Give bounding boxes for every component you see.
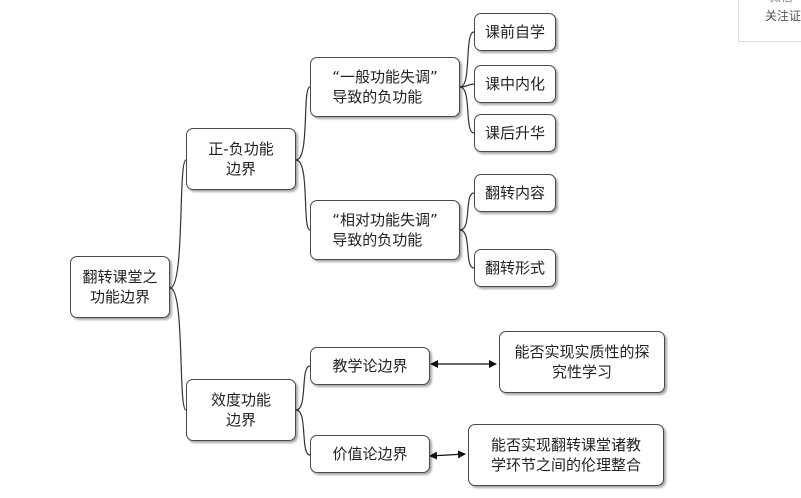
node-post-class: 课后升华 xyxy=(474,114,556,152)
node-pedagogy-boundary: 教学论边界 xyxy=(310,347,430,385)
node-value-label: 价值论边界 xyxy=(332,445,408,463)
node-in-class: 课中内化 xyxy=(474,65,556,103)
node-relative-dysfunction: “相对功能失调” 导致的负功能 xyxy=(310,200,460,260)
node-in-class-label: 课中内化 xyxy=(484,75,545,93)
node-effectiveness-label: 效度功能 边界 xyxy=(210,391,271,429)
connector-general-to-preclass xyxy=(459,31,475,88)
node-root: 翻转课堂之 功能边界 xyxy=(70,256,170,318)
node-pre-class-label: 课前自学 xyxy=(484,23,545,41)
node-pos-neg-boundary: 正-负功能 边界 xyxy=(186,128,296,190)
node-substantive-inquiry: 能否实现实质性的探 究性学习 xyxy=(499,331,665,393)
node-pedagogy-label: 教学论边界 xyxy=(332,357,408,375)
connector-eff-to-value xyxy=(295,409,311,456)
node-post-class-label: 课后升华 xyxy=(484,124,545,142)
node-root-label: 翻转课堂之 功能边界 xyxy=(82,268,158,306)
connector-root-to-effectiveness xyxy=(169,287,187,411)
double-arrow-value xyxy=(429,450,466,460)
node-ethical-integration: 能否实现翻转课堂诸教 学环节之间的伦理整合 xyxy=(468,424,664,486)
corner-card-top-text: 微信 xyxy=(769,0,793,5)
node-value-boundary: 价值论边界 xyxy=(310,435,430,473)
node-general-dysfunction-label: “一般功能失调” 导致的负功能 xyxy=(332,68,438,106)
connector-relative-to-content xyxy=(459,192,475,231)
node-flip-content-label: 翻转内容 xyxy=(484,184,545,202)
corner-card-follow-text[interactable]: 关注证 xyxy=(765,9,801,23)
node-flip-form-label: 翻转形式 xyxy=(484,259,545,277)
connector-relative-to-form xyxy=(459,229,475,269)
connector-posneg-to-general xyxy=(295,86,311,161)
corner-follow-card[interactable]: 微信 关注证 xyxy=(738,0,801,42)
connector-eff-to-pedagogy xyxy=(295,365,311,411)
connector-general-to-inclass xyxy=(459,83,475,88)
node-pos-neg-label: 正-负功能 边界 xyxy=(208,140,274,178)
connector-root-to-pos-neg xyxy=(169,159,187,289)
node-relative-dysfunction-label: “相对功能失调” 导致的负功能 xyxy=(332,211,438,249)
connector-general-to-postclass xyxy=(459,86,475,134)
node-pre-class: 课前自学 xyxy=(474,13,556,51)
connector-posneg-to-relative xyxy=(295,159,311,231)
node-substantive-inquiry-label: 能否实现实质性的探 究性学习 xyxy=(514,343,650,381)
node-effectiveness-boundary: 效度功能 边界 xyxy=(186,379,296,441)
node-ethical-integration-label: 能否实现翻转课堂诸教 学环节之间的伦理整合 xyxy=(490,436,641,474)
node-general-dysfunction: “一般功能失调” 导致的负功能 xyxy=(310,57,460,117)
node-flip-content: 翻转内容 xyxy=(474,174,556,212)
node-flip-form: 翻转形式 xyxy=(474,249,556,287)
